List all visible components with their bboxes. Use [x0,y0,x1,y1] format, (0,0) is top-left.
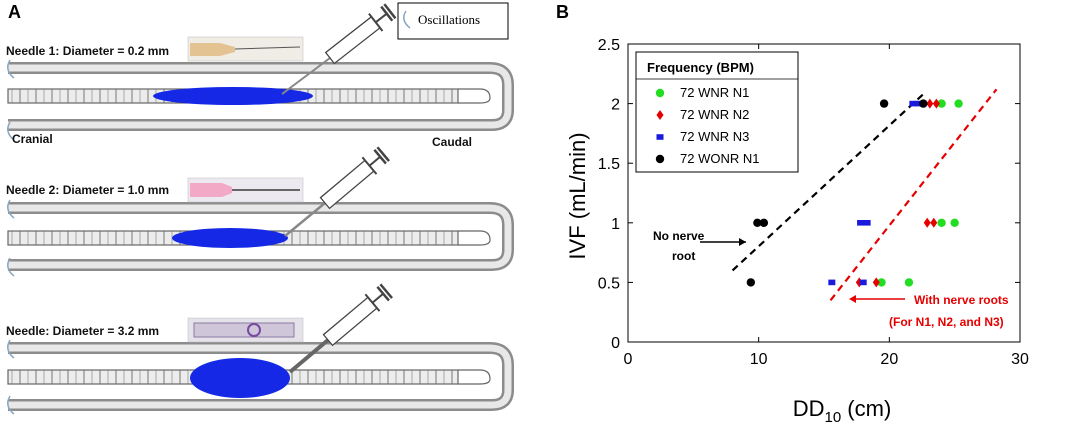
data-point-series-2 [855,277,863,288]
x-tick-label: 20 [880,351,898,368]
data-point-series-1 [877,278,886,287]
data-point-series-2 [923,217,931,228]
cranial-label: Cranial [12,132,53,146]
legend-title: Frequency (BPM) [647,60,754,75]
legend-entry-3: 72 WNR N3 [680,129,749,144]
data-point-series-1 [950,218,959,227]
needle-photo-2 [187,177,304,203]
injection-region-3 [190,358,290,398]
spine-model-2 [7,202,514,271]
panel-b-letter: B [556,2,569,22]
legend-entry-4: 72 WONR N1 [680,151,759,166]
x-tick-label: 30 [1011,351,1029,368]
trendline-1 [731,90,927,272]
data-point-series-4 [759,218,769,227]
oscillation-arrows [7,59,15,415]
plot-frame [627,43,1021,343]
svg-text:root: root [672,249,695,263]
trendlines [731,88,998,301]
injection-region-2 [172,228,288,248]
syringe-3 [288,283,393,374]
data-point-series-4 [919,99,928,108]
ivf-scatter-chart: 0 10 20 30 0 0.5 1 1.5 2 2.5 IVF (mL/min) DD10 (c… [565,37,1029,426]
y-tick-label: 0 [611,335,620,352]
legend: Frequency (BPM) 72 WNR N1 72 WNR N2 72 WNR… [635,51,799,173]
y-axis-title: IVF (mL/min) [565,132,590,259]
y-tick-label: 2.5 [598,37,620,54]
annotation-with-nerve-roots: With nerve roots (For N1, N2, and N3) [849,293,1009,329]
y-tick-label: 1.5 [598,156,620,173]
arrowhead-no-nerve-icon [739,238,746,246]
data-point-series-2 [926,98,934,109]
data-point-series-4 [879,99,889,108]
spine-model-illustration: Oscillations Needle 1: Diameter = 0.2 mm… [6,2,514,415]
data-point-series-1 [937,99,946,108]
svg-text:(For N1, N2, and N3): (For N1, N2, and N3) [889,315,1004,329]
legend-entry-1: 72 WNR N1 [680,85,749,100]
y-tick-label: 0.5 [598,275,620,292]
data-point-series-2 [932,98,940,109]
syringe-1 [281,3,397,95]
x-axis-title: DD10 (cm) [793,396,892,426]
legend-entry-2: 72 WNR N2 [680,107,749,122]
trendline-2 [829,88,998,301]
syringe-2 [284,146,390,237]
arrowhead-with-nerve-icon [849,295,856,303]
plot-area [627,43,1021,343]
oscillation-icon [403,10,411,29]
data-point-series-3 [909,100,917,107]
needle-photo-3 [187,317,304,343]
spine-model-3 [7,342,514,411]
panel-a-letter: A [8,2,21,22]
oscillations-label: Oscillations [418,12,480,27]
needle-photo-1 [187,36,304,62]
legend-marker-4 [655,154,665,164]
svg-text:With nerve roots: With nerve roots [914,293,1009,307]
data-point-series-2 [930,217,938,228]
data-points [746,98,963,288]
y-tick-label: 1 [611,216,620,233]
data-point-series-2 [872,277,880,288]
legend-marker-1 [655,88,665,98]
data-point-series-3 [828,279,836,286]
data-point-series-4 [746,278,756,287]
spine-model-1 [7,62,514,131]
data-point-series-3 [914,100,922,107]
caudal-label: Caudal [432,135,472,149]
data-point-series-3 [863,220,871,226]
y-tick-label: 2 [611,97,620,114]
data-point-series-3 [859,279,867,286]
axis-ticks: 0 10 20 30 0 0.5 1 1.5 2 2.5 [598,37,1029,368]
legend-marker-3 [656,134,664,140]
needle-1-label: Needle 1: Diameter = 0.2 mm [6,44,169,58]
injection-region-1 [153,87,313,105]
x-tick-label: 0 [624,351,633,368]
needle-3-label: Needle: Diameter = 3.2 mm [6,324,159,338]
data-point-series-1 [904,278,914,287]
data-point-series-1 [954,99,963,108]
annotation-no-nerve-root: No nerve root [653,229,746,263]
x-tick-label: 10 [750,351,768,368]
data-point-series-3 [857,220,865,226]
legend-marker-2 [656,110,664,120]
data-point-series-1 [937,218,946,227]
needle-2-label: Needle 2: Diameter = 1.0 mm [6,183,169,197]
oscillations-legend: Oscillations [397,2,509,40]
data-point-series-4 [753,218,762,227]
svg-text:No nerve: No nerve [653,229,705,243]
